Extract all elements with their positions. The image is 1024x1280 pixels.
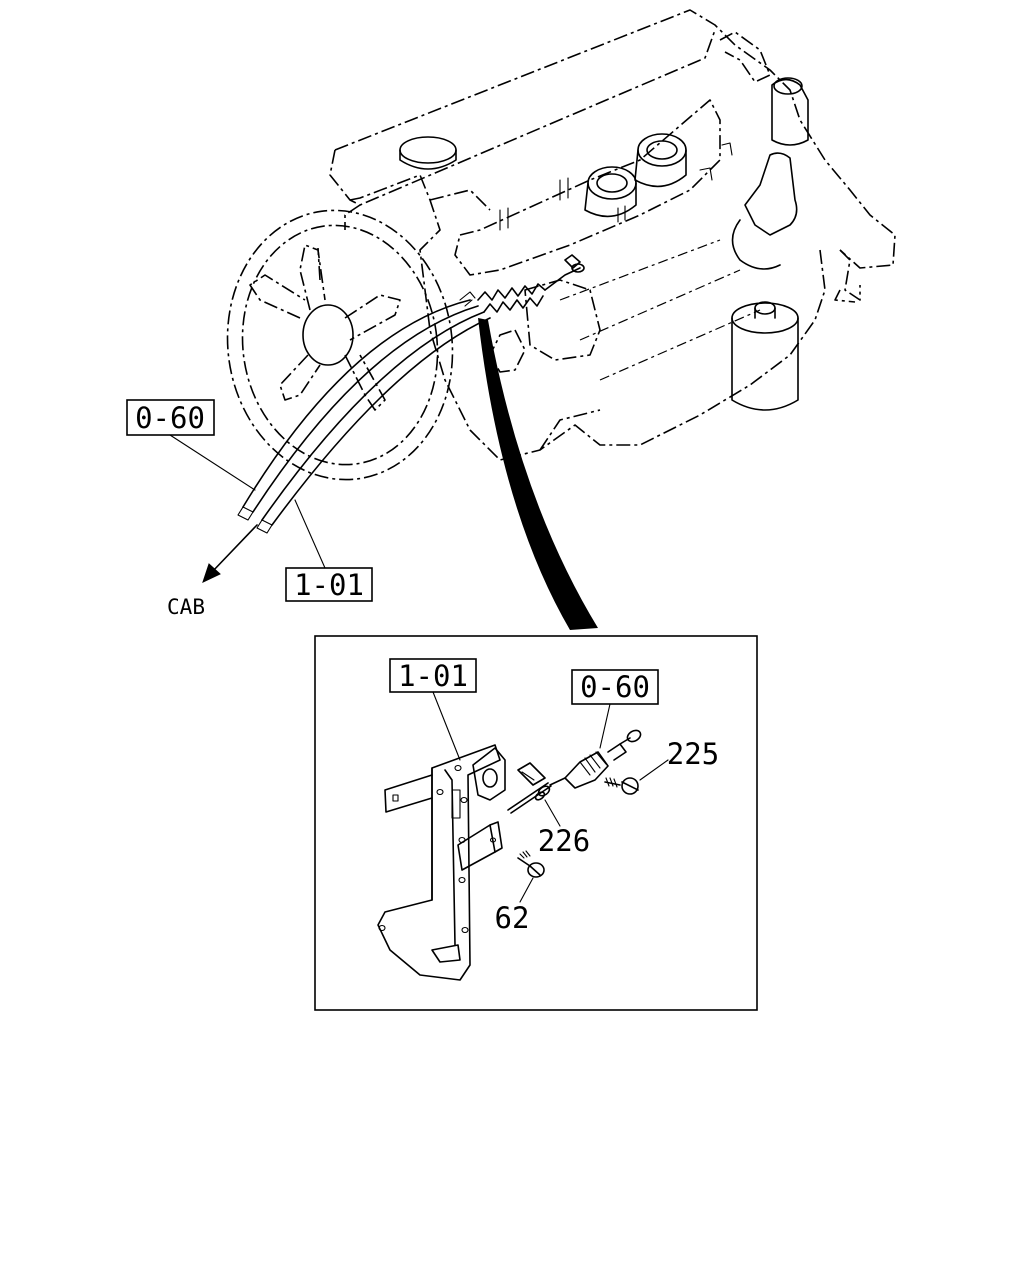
callout-0-60-detail-text: 0-60 bbox=[580, 670, 650, 704]
part-226-label: 226 bbox=[538, 799, 590, 858]
callout-1-01-main-text: 1-01 bbox=[294, 568, 364, 602]
callout-0-60-main: 0-60 bbox=[126, 399, 256, 491]
engine-outline bbox=[329, 9, 896, 461]
callout-1-01-detail: 1-01 bbox=[389, 658, 477, 761]
detail-frame bbox=[314, 635, 758, 1011]
throttle-cable bbox=[237, 254, 585, 534]
callout-1-01-main: 1-01 bbox=[285, 499, 373, 602]
detail-leader bbox=[478, 318, 598, 630]
callout-0-60-main-text: 0-60 bbox=[135, 401, 205, 435]
cable-end-assembly bbox=[507, 729, 642, 814]
bracket-assembly bbox=[377, 744, 545, 981]
callout-1-01-detail-text: 1-01 bbox=[398, 659, 468, 693]
part-226-text: 226 bbox=[538, 824, 590, 858]
cab-arrow bbox=[202, 524, 258, 583]
radiator-fan bbox=[226, 209, 454, 481]
callout-0-60-detail: 0-60 bbox=[571, 669, 659, 749]
part-62-label: 62 bbox=[495, 877, 534, 935]
part-225-label: 225 bbox=[639, 737, 719, 781]
cab-label: CAB bbox=[167, 595, 205, 619]
part-225-text: 225 bbox=[667, 737, 719, 771]
part-62-text: 62 bbox=[495, 901, 530, 935]
